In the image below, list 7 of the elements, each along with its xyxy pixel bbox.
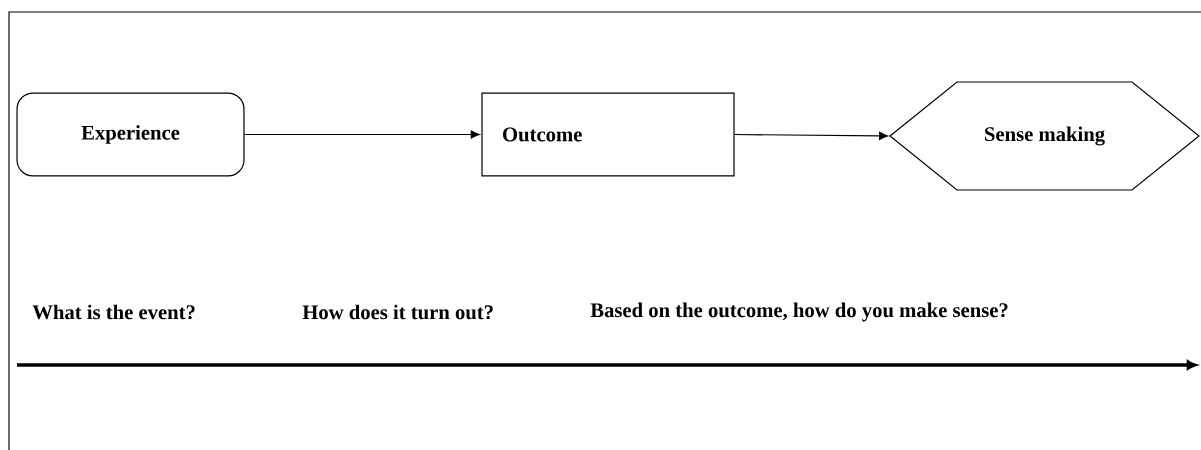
question-text: Based on the outcome, how do you make sense? [590, 302, 1008, 322]
rounded-box: Experience [16, 92, 245, 177]
question-text: What is the event? [32, 304, 195, 320]
process-box: Outcome [481, 92, 735, 177]
arrow [243, 130, 480, 139]
arrow [734, 131, 889, 141]
question-text: How does it turn out? [302, 304, 493, 320]
